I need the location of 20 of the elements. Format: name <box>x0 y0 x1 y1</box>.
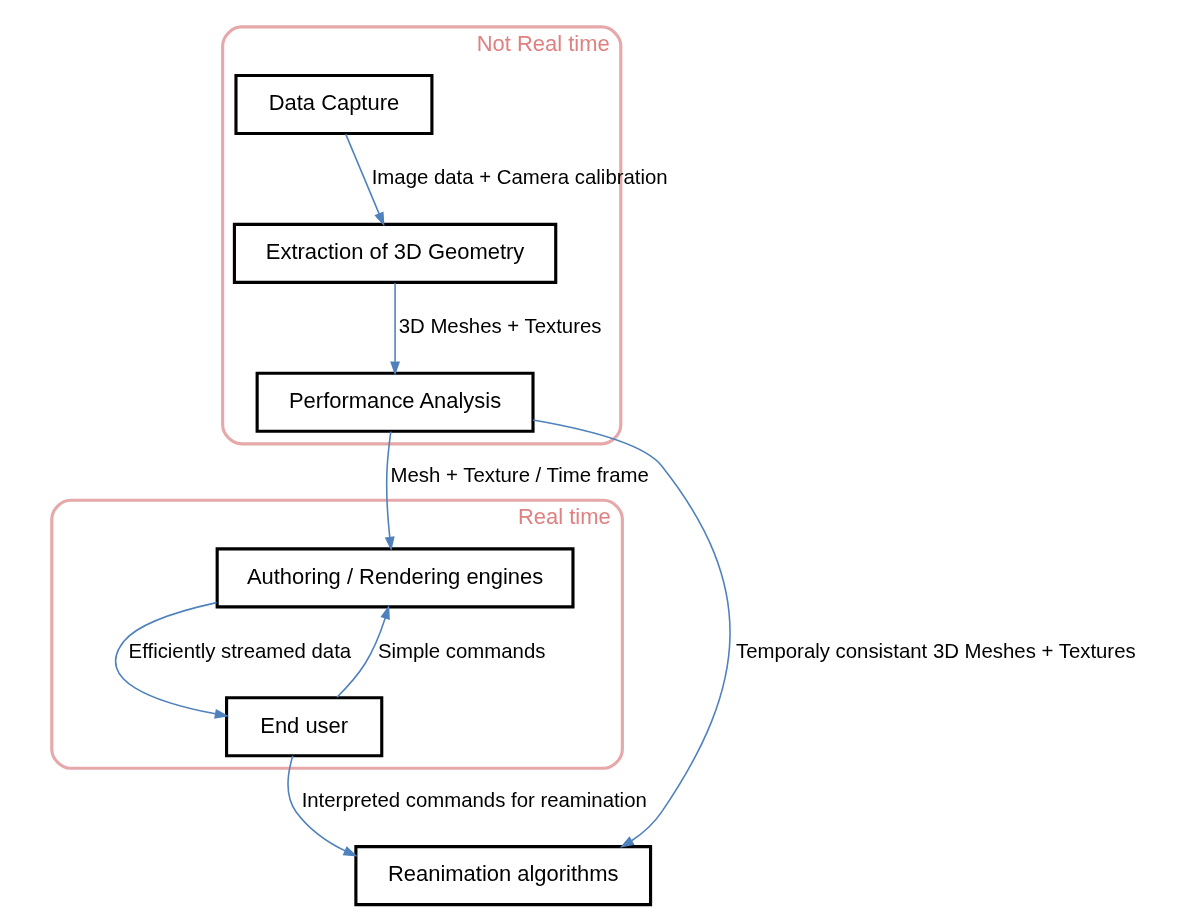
arrow <box>531 419 731 848</box>
node-box: End user <box>224 696 383 758</box>
arrow <box>286 755 358 857</box>
node-box: Data Capture <box>233 73 433 136</box>
arrow <box>114 601 229 719</box>
node-box: Performance Analysis <box>255 371 535 433</box>
edge-label: Image data + Camera calibration <box>371 166 668 189</box>
node-box: Extraction of 3D Geometry <box>232 222 557 284</box>
arrow <box>344 133 384 227</box>
edge-label: Temporaly consistant 3D Meshes + Textures <box>735 639 1136 662</box>
arrow <box>335 604 390 699</box>
edge-label: Efficiently streamed data <box>128 639 351 662</box>
arrow <box>389 282 400 376</box>
edge-label: 3D Meshes + Textures <box>398 315 601 338</box>
arrow <box>384 430 395 551</box>
edge-label: Interpreted commands for reamination <box>301 788 647 811</box>
node-box: Reanimation algorithms <box>353 845 652 907</box>
node-box: Authoring / Rendering engines <box>215 547 575 609</box>
edge-label: Simple commands <box>377 639 545 662</box>
edge-label: Mesh + Texture / Time frame <box>390 464 649 487</box>
